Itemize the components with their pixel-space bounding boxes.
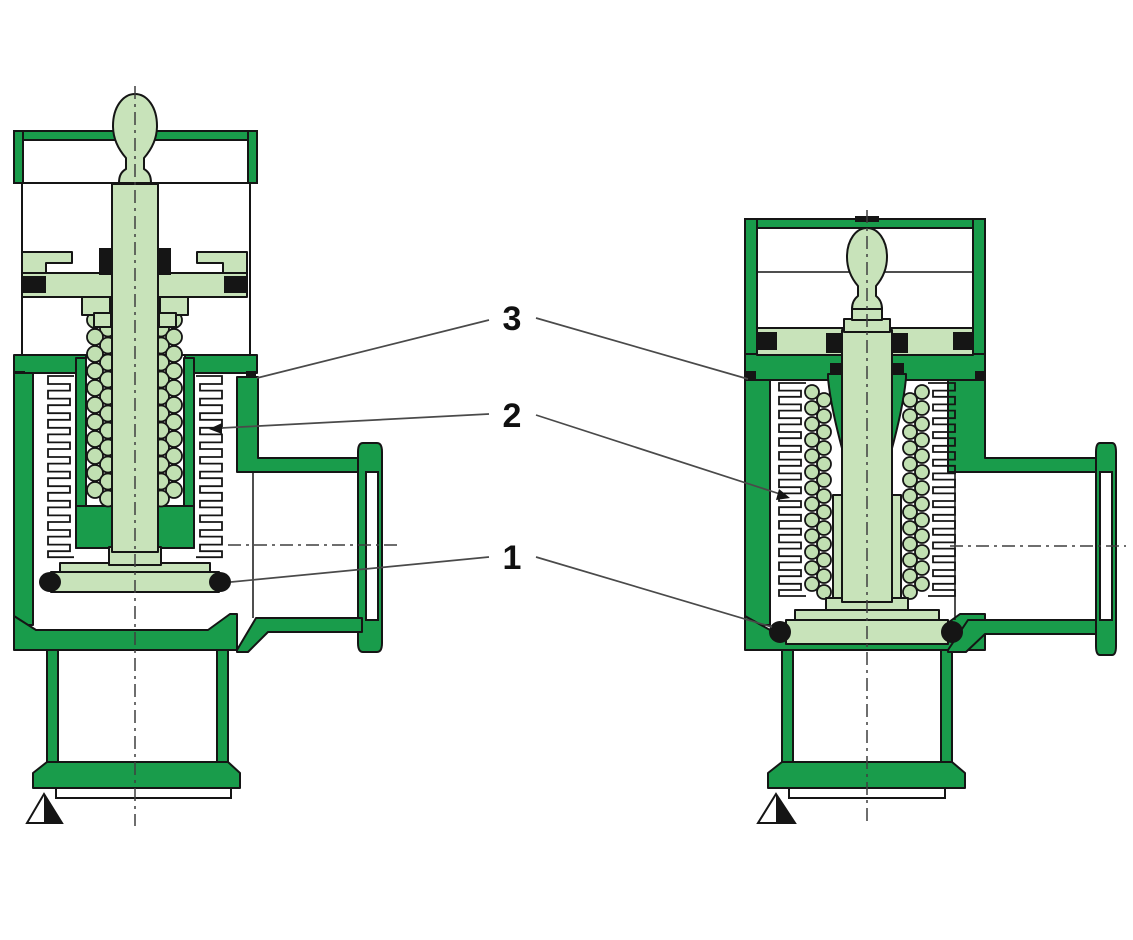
leader-line-1-left <box>230 556 490 583</box>
callout-label-2: 2 <box>503 397 522 435</box>
arrowhead-icon <box>209 423 222 434</box>
leader-line-3-left <box>256 319 490 379</box>
outlet-flange <box>947 379 1117 656</box>
bellows <box>47 375 223 559</box>
seal <box>758 332 777 350</box>
coil-spring <box>804 384 930 600</box>
disc-o-ring <box>39 572 61 592</box>
inlet-flange <box>32 761 241 789</box>
outlet-flange <box>236 376 383 653</box>
datum-triangle-icon <box>756 792 797 824</box>
leader-line-3-right <box>535 317 749 380</box>
centerlines <box>866 210 1126 826</box>
bellows <box>778 382 956 597</box>
clamp-notch <box>975 371 985 383</box>
leader-line-2-right <box>535 414 781 495</box>
left-valve-view <box>13 86 398 826</box>
right-valve-view <box>744 210 1126 826</box>
datum-triangle-icon <box>25 792 64 824</box>
centerlines <box>134 86 398 826</box>
disc-o-ring <box>941 621 963 643</box>
seat-band <box>13 613 238 651</box>
leader-line-1-right <box>535 556 773 628</box>
clamp-notch <box>746 371 756 383</box>
seal <box>224 276 247 293</box>
stem-seal <box>893 333 908 353</box>
callout-label-1: 1 <box>503 539 522 577</box>
seal <box>23 276 46 293</box>
arrowhead-icon <box>776 489 790 500</box>
callout-label-3: 3 <box>503 300 522 338</box>
disc-o-ring <box>209 572 231 592</box>
callouts: 3 2 1 <box>209 300 790 628</box>
flange-face <box>55 787 232 799</box>
valve-disc <box>769 597 963 645</box>
leader-line-2-left <box>220 413 490 429</box>
seal <box>953 332 972 350</box>
stem-seal <box>826 333 841 353</box>
disc-o-ring <box>769 621 791 643</box>
